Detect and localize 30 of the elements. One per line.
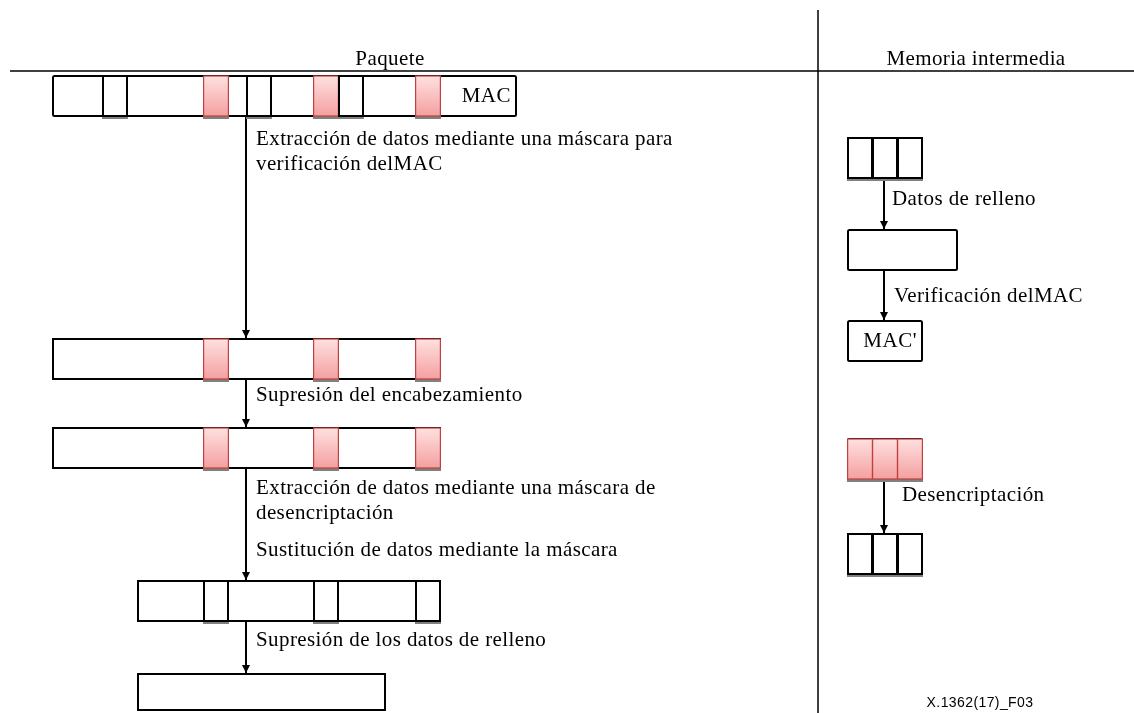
field-label: MAC [461, 83, 511, 108]
edge-label: Verificación delMAC [894, 283, 1084, 308]
edge-label: Desencriptación [902, 482, 1046, 507]
arrow [242, 379, 250, 428]
buffer-block [847, 137, 923, 182]
figure-id: X.1362(17)_F03 [925, 693, 1035, 712]
packet-bar [52, 338, 441, 383]
packet-bar [52, 75, 517, 120]
column-heading: Memoria intermedia [885, 46, 1067, 71]
column-heading: Paquete [354, 46, 426, 71]
arrow [880, 479, 888, 534]
arrow [880, 178, 888, 230]
edge-label: Supresión del encabezamiento [256, 382, 524, 407]
buffer-block [847, 438, 923, 483]
arrow [880, 270, 888, 321]
packet-bar [52, 427, 441, 472]
edge-label: Supresión de los datos de relleno [256, 627, 548, 652]
buffer-block [847, 320, 923, 362]
field-label: MAC' [863, 328, 917, 353]
buffer-block [847, 533, 923, 578]
packet-bar [137, 580, 441, 625]
step-label: Sustitución de datos mediante la máscara [256, 537, 619, 562]
edge-label: Extracción de datos mediante una máscara de desencriptación [256, 475, 657, 525]
packet-bar [137, 673, 386, 711]
arrow [242, 468, 250, 581]
edge-label: Datos de relleno [892, 186, 1038, 211]
arrow [242, 116, 250, 339]
arrow [242, 621, 250, 674]
edge-label: Extracción de datos mediante una máscara para verificación delMAC [256, 126, 674, 176]
buffer-block [847, 229, 958, 271]
